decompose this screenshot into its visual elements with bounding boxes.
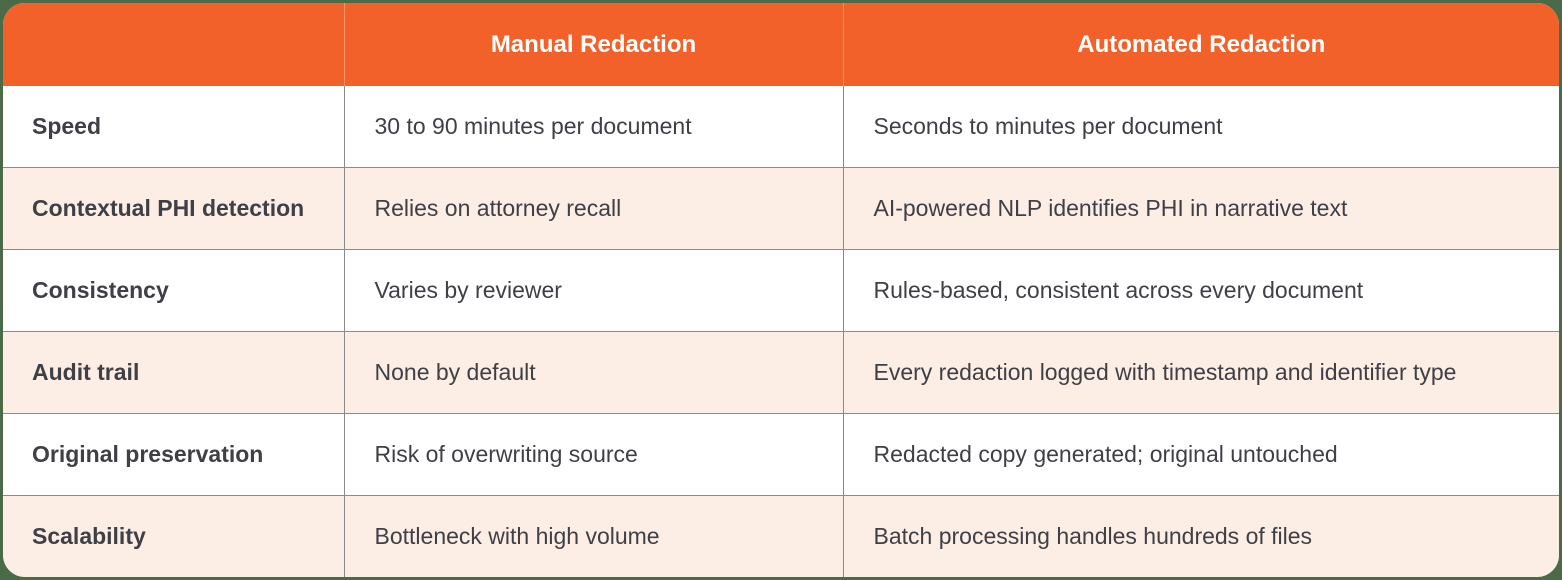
table-row-speed: Speed 30 to 90 minutes per document Seco… <box>3 86 1559 168</box>
manual-cell: Risk of overwriting source <box>343 413 843 496</box>
manual-cell: None by default <box>343 331 843 414</box>
table-header: Manual Redaction Automated Redaction <box>3 3 1559 86</box>
automated-cell: Redacted copy generated; original untouc… <box>842 413 1559 496</box>
automated-cell: Batch processing handles hundreds of fil… <box>842 495 1559 577</box>
table-row-audit-trail: Audit trail None by default Every redact… <box>3 331 1559 414</box>
redaction-comparison-table: Manual Redaction Automated Redaction Spe… <box>3 3 1559 577</box>
header-feature <box>3 3 344 86</box>
feature-cell: Audit trail <box>3 331 344 414</box>
manual-cell: Bottleneck with high volume <box>343 495 843 577</box>
table-row-original-preservation: Original preservation Risk of overwritin… <box>3 413 1559 496</box>
manual-cell: 30 to 90 minutes per document <box>343 86 843 168</box>
table-row-contextual-phi-detection: Contextual PHI detection Relies on attor… <box>3 167 1559 250</box>
feature-cell: Scalability <box>3 495 344 577</box>
feature-cell: Original preservation <box>3 413 344 496</box>
comparison-table-container: Manual Redaction Automated Redaction Spe… <box>3 3 1559 577</box>
feature-cell: Speed <box>3 86 344 168</box>
feature-cell: Contextual PHI detection <box>3 167 344 250</box>
table-row-consistency: Consistency Varies by reviewer Rules-bas… <box>3 249 1559 332</box>
header-automated-redaction: Automated Redaction <box>842 3 1559 86</box>
feature-cell: Consistency <box>3 249 344 332</box>
header-row: Manual Redaction Automated Redaction <box>3 3 1559 86</box>
automated-cell: Seconds to minutes per document <box>842 86 1559 168</box>
manual-cell: Relies on attorney recall <box>343 167 843 250</box>
table-body: Speed 30 to 90 minutes per document Seco… <box>3 86 1559 577</box>
table-row-scalability: Scalability Bottleneck with high volume … <box>3 495 1559 577</box>
automated-cell: Every redaction logged with timestamp an… <box>842 331 1559 414</box>
automated-cell: AI-powered NLP identifies PHI in narrati… <box>842 167 1559 250</box>
manual-cell: Varies by reviewer <box>343 249 843 332</box>
header-manual-redaction: Manual Redaction <box>343 3 843 86</box>
automated-cell: Rules-based, consistent across every doc… <box>842 249 1559 332</box>
